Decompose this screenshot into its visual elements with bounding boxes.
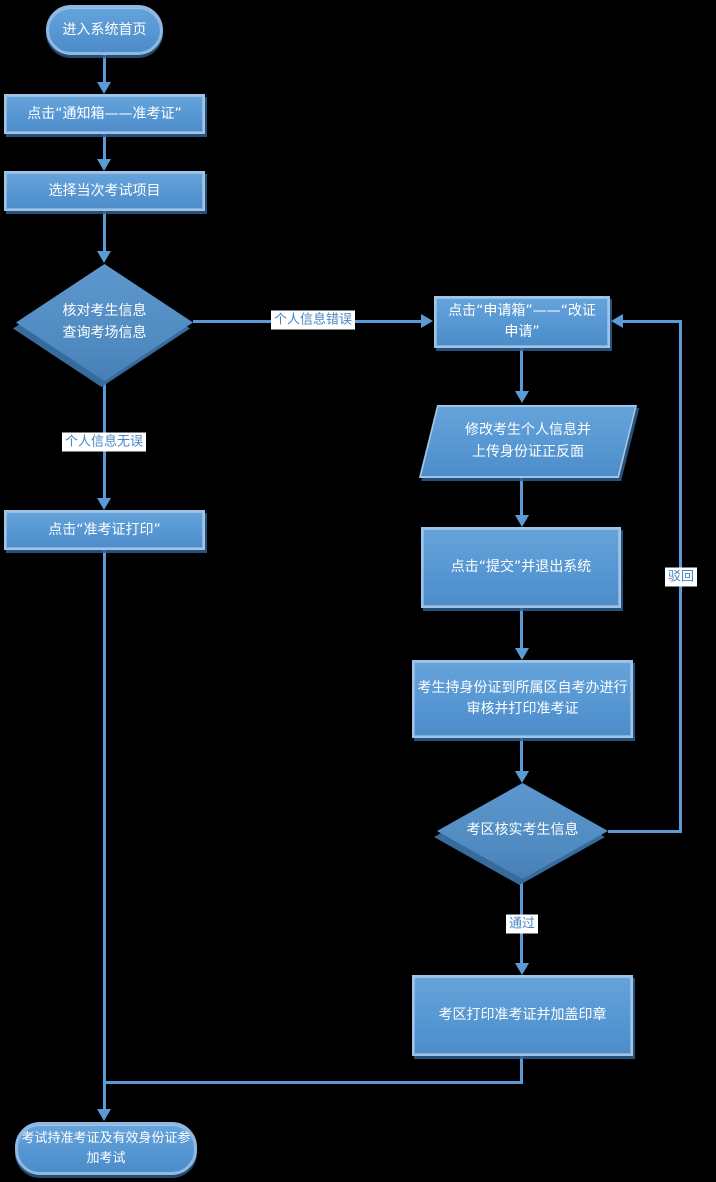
edge-label-reject: 驳回	[664, 567, 698, 587]
edge-label-pass: 通过	[505, 914, 539, 934]
node-click-notice-box: 点击“通知箱——准考证”	[4, 94, 205, 134]
connector-reject-top	[623, 320, 682, 323]
connector-districtprint-down	[520, 1056, 523, 1084]
connector-select-to-verify	[103, 211, 106, 253]
connector-join-horizontal	[103, 1081, 523, 1084]
node-district-verify-decision: 考区核实考生信息	[434, 783, 608, 885]
node-print-ticket: 点击“准考证打印”	[4, 510, 205, 550]
node-submit-exit-label: 点击“提交”并退出系统	[450, 559, 592, 575]
node-click-notice-label: 点击“通知箱——准考证”	[27, 105, 182, 122]
node-click-apply-label: 点击“申请箱”——“改证 申请”	[448, 303, 596, 340]
node-verify-info-label: 核对考生信息 查询考场信息	[62, 302, 147, 341]
arrowhead-down-icon	[515, 771, 529, 783]
node-start-terminal: 进入系统首页	[46, 5, 163, 55]
connector-start-to-notice	[103, 55, 106, 84]
node-district-print-label: 考区打印准考证并加盖印章	[438, 1007, 607, 1023]
arrowhead-right-icon	[421, 314, 433, 328]
arrowhead-down-icon	[515, 648, 529, 660]
node-print-ticket-label: 点击“准考证打印”	[48, 521, 161, 538]
node-select-exam-label: 选择当次考试项目	[48, 182, 161, 199]
connector-apply-to-modify	[520, 348, 523, 392]
arrowhead-down-icon	[515, 963, 529, 975]
node-district-verify-label: 考区核实考生信息	[466, 822, 579, 839]
node-modify-info-io: 修改考生个人信息并 上传身份证正反面	[418, 405, 638, 478]
node-end-label: 考试持准考证及有效身份证参 加考试	[21, 1131, 191, 1166]
node-district-print: 考区打印准考证并加盖印章	[412, 975, 633, 1056]
connector-reject-bottom	[608, 830, 682, 833]
arrowhead-left-icon	[611, 314, 623, 328]
node-submit-exit: 点击“提交”并退出系统	[421, 527, 621, 608]
edge-label-info-error: 个人信息错误	[270, 310, 356, 330]
node-office-review: 考生持身份证到所属区自考办进行 审核并打印准考证	[412, 660, 633, 738]
node-start-label: 进入系统首页	[62, 21, 147, 38]
arrowhead-down-icon	[97, 1109, 111, 1121]
node-verify-info-decision: 核对考生信息 查询考场信息	[13, 264, 193, 387]
edge-label-info-correct: 个人信息无误	[61, 432, 147, 452]
node-end-terminal: 考试持准考证及有效身份证参 加考试	[15, 1122, 197, 1175]
arrowhead-down-icon	[97, 251, 111, 263]
node-click-apply-box: 点击“申请箱”——“改证 申请”	[434, 296, 610, 348]
connector-notice-to-select	[103, 134, 106, 161]
connector-review-to-districtverify	[520, 738, 523, 773]
arrowhead-down-icon	[515, 391, 529, 403]
arrowhead-down-icon	[515, 515, 529, 527]
arrowhead-down-icon	[97, 82, 111, 94]
node-modify-info-label: 修改考生个人信息并 上传身份证正反面	[465, 421, 591, 460]
connector-submit-to-review	[520, 608, 523, 650]
node-select-exam: 选择当次考试项目	[4, 171, 205, 211]
arrowhead-down-icon	[97, 159, 111, 171]
node-office-review-label: 考生持身份证到所属区自考办进行 审核并打印准考证	[417, 680, 628, 717]
connector-modify-to-submit	[520, 478, 523, 517]
connector-print-to-end	[103, 550, 106, 1111]
arrowhead-down-icon	[97, 498, 111, 510]
